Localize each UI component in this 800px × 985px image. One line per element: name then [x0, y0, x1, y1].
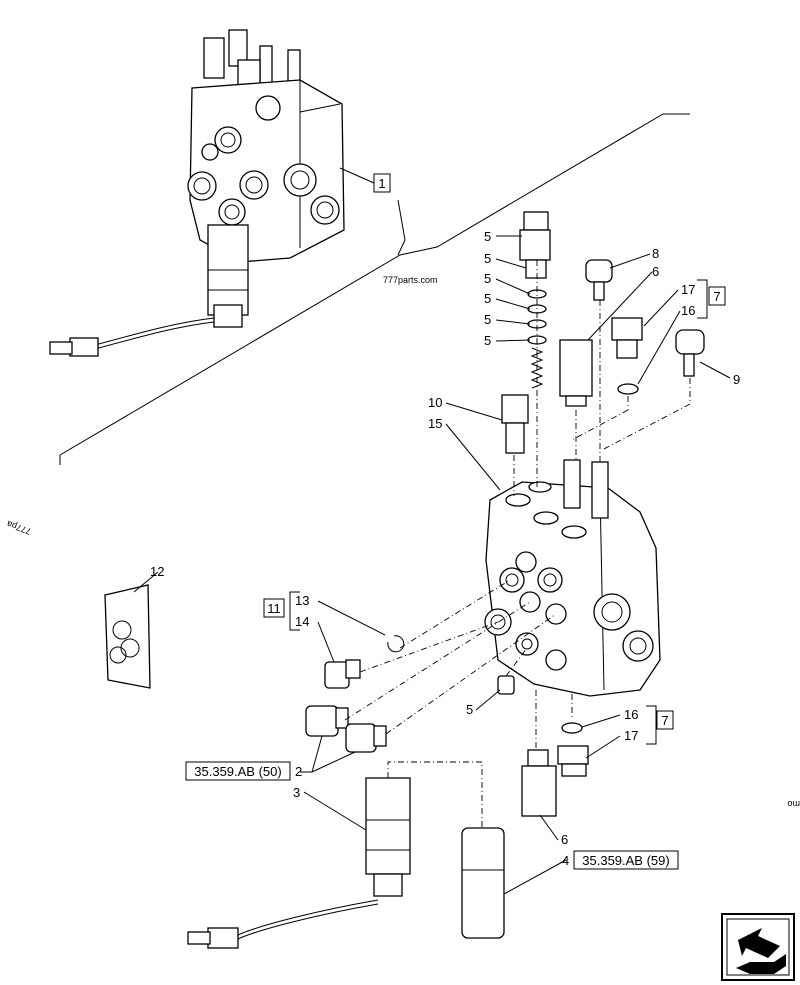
washer-16-top [617, 383, 639, 395]
reference-ab50: 35.359.AB (50) [194, 764, 281, 779]
plug-17-bottom [557, 745, 589, 777]
assembly-lines [344, 260, 691, 830]
callout-box-1 [373, 173, 391, 193]
callout-16b: 16 [624, 707, 638, 722]
bracket-11 [289, 591, 300, 631]
callout-6a: 6 [652, 264, 659, 279]
callout-17b: 17 [624, 728, 638, 743]
callout-5c: 5 [484, 271, 491, 286]
callout-7a: 7 [713, 289, 720, 304]
callout-11: 11 [267, 601, 281, 616]
callout-14: 14 [295, 614, 309, 629]
callout-6b: 6 [561, 832, 568, 847]
callout-4: 4 [562, 853, 569, 868]
callout-16a: 16 [681, 303, 695, 318]
watermark-left: 777pa [5, 519, 32, 537]
solenoid-3 [187, 777, 411, 949]
ring-13 [387, 635, 405, 653]
callout-9: 9 [733, 372, 740, 387]
callout-10: 10 [428, 395, 442, 410]
plug-2b [345, 723, 387, 753]
cartridge-valve-5 [519, 211, 551, 279]
callout-5g: 5 [466, 702, 473, 717]
separator-line [59, 113, 690, 465]
callout-box-7b [656, 710, 674, 730]
washer-16-bottom [561, 722, 583, 734]
valve-body-15 [484, 459, 661, 697]
plug-2a [305, 705, 349, 737]
separator-notch [397, 199, 406, 256]
callout-2: 2 [295, 764, 302, 779]
reference-ab59: 35.359.AB (59) [582, 853, 669, 868]
assembled-valve [49, 29, 345, 357]
cap-6-bottom [521, 749, 557, 817]
plug-17-top [611, 317, 643, 359]
bracket-7-top [697, 279, 708, 319]
callout-7b: 7 [661, 713, 668, 728]
reference-box-ab59 [573, 850, 679, 870]
callout-box-7a [708, 286, 726, 306]
callout-13: 13 [295, 593, 309, 608]
leader-lines [133, 167, 731, 895]
spring-5 [530, 347, 544, 389]
watermark-top: 777parts.com [383, 275, 438, 285]
callout-5a: 5 [484, 229, 491, 244]
cap-6-top [559, 339, 593, 407]
sensor-9 [675, 329, 705, 377]
callout-8: 8 [652, 246, 659, 261]
callout-17a: 17 [681, 282, 695, 297]
next-page-arrow-icon[interactable] [721, 913, 795, 981]
solenoid-4 [461, 827, 505, 939]
callout-5d: 5 [484, 291, 491, 306]
callout-1: 1 [378, 176, 385, 191]
callout-5e: 5 [484, 312, 491, 327]
seal-kit-12 [104, 584, 151, 689]
callout-5b: 5 [484, 251, 491, 266]
sensor-8 [585, 259, 613, 301]
callout-15: 15 [428, 416, 442, 431]
callout-12: 12 [150, 564, 164, 579]
callout-5f: 5 [484, 333, 491, 348]
callout-box-11 [263, 598, 285, 618]
valve-10 [501, 394, 529, 454]
reference-box-ab50 [185, 761, 291, 781]
nut-5 [497, 675, 515, 695]
callout-3: 3 [293, 785, 300, 800]
plug-14 [324, 659, 361, 689]
watermark-right: mo [787, 799, 800, 809]
bracket-7-bottom [646, 705, 657, 745]
